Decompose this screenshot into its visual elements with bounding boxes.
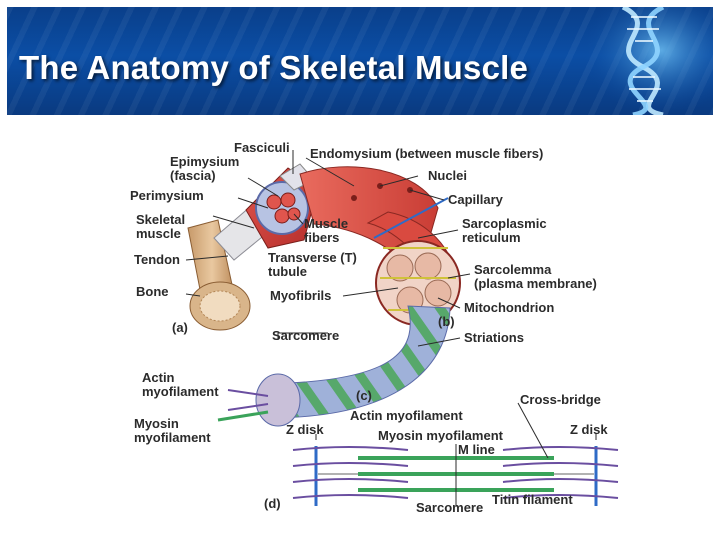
label-epimysium-line2: (fascia) bbox=[170, 168, 216, 183]
label-actin-myofilament: Actin myofilament bbox=[350, 408, 463, 423]
label-part-c: (c) bbox=[356, 388, 372, 403]
label-part-a: (a) bbox=[172, 320, 188, 335]
label-fasciculi: Fasciculi bbox=[234, 140, 290, 155]
dna-helix-icon bbox=[583, 7, 713, 115]
label-skeletal-muscle-line1: Skeletal bbox=[136, 212, 185, 227]
label-myofibrils: Myofibrils bbox=[270, 288, 331, 303]
label-endomysium: Endomysium (between muscle fibers) bbox=[310, 146, 543, 161]
label-perimysium: Perimysium bbox=[130, 188, 204, 203]
muscle-anatomy-diagram: Fasciculi Epimysium (fascia) Endomysium … bbox=[118, 128, 638, 518]
label-transverse-line1: Transverse (T) bbox=[268, 250, 357, 265]
label-titin: Titin filament bbox=[492, 492, 573, 507]
label-skeletal-muscle-line2: muscle bbox=[136, 226, 181, 241]
slide-title: The Anatomy of Skeletal Muscle bbox=[19, 49, 529, 86]
label-sarcomere-bottom: Sarcomere bbox=[416, 500, 483, 515]
label-myosin-line1: Myosin bbox=[134, 416, 179, 431]
label-mitochondrion: Mitochondrion bbox=[464, 300, 554, 315]
label-actin-line1: Actin bbox=[142, 370, 175, 385]
label-capillary: Capillary bbox=[448, 192, 504, 207]
label-bone: Bone bbox=[136, 284, 169, 299]
label-muscle-fibers-line1: Muscle bbox=[304, 216, 348, 231]
label-part-b: (b) bbox=[438, 314, 455, 329]
sarcomere-illustration bbox=[292, 444, 619, 506]
label-myosin-line2: myofilament bbox=[134, 430, 211, 445]
label-cross-bridge: Cross-bridge bbox=[520, 392, 601, 407]
muscle-fiber-illustration bbox=[299, 166, 461, 326]
diagram-svg: Fasciculi Epimysium (fascia) Endomysium … bbox=[130, 140, 619, 515]
leader-lines bbox=[185, 150, 597, 459]
skeletal-muscle-illustration bbox=[245, 163, 319, 249]
label-z-disk-right: Z disk bbox=[570, 422, 608, 437]
label-sarcomere-top: Sarcomere bbox=[272, 328, 339, 343]
label-muscle-fibers-line2: fibers bbox=[304, 230, 339, 245]
label-sarcolemma-line2: (plasma membrane) bbox=[474, 276, 597, 291]
label-sarcoplasmic-line1: Sarcoplasmic bbox=[462, 216, 547, 231]
title-banner: The Anatomy of Skeletal Muscle bbox=[7, 7, 713, 115]
label-striations: Striations bbox=[464, 330, 524, 345]
label-nuclei: Nuclei bbox=[428, 168, 467, 183]
label-tendon: Tendon bbox=[134, 252, 180, 267]
myofibril-illustration bbox=[217, 305, 451, 427]
label-sarcoplasmic-line2: reticulum bbox=[462, 230, 521, 245]
label-sarcolemma-line1: Sarcolemma bbox=[474, 262, 552, 277]
label-myosin-myofilament: Myosin myofilament bbox=[378, 428, 504, 443]
label-transverse-line2: tubule bbox=[268, 264, 307, 279]
label-part-d: (d) bbox=[264, 496, 281, 511]
label-actin-line2: myofilament bbox=[142, 384, 219, 399]
label-z-disk-left: Z disk bbox=[286, 422, 324, 437]
label-m-line: M line bbox=[458, 442, 495, 457]
label-epimysium-line1: Epimysium bbox=[170, 154, 239, 169]
bone-illustration bbox=[187, 219, 251, 331]
